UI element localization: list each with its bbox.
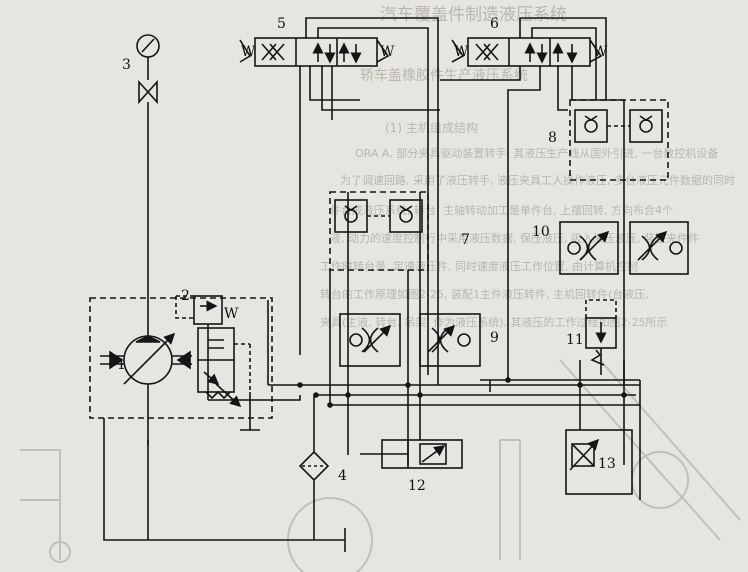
piping-network xyxy=(147,17,641,500)
hydraulic-cylinder-12 xyxy=(360,439,463,469)
dual-check-valve-7 xyxy=(329,191,429,271)
label-8: 8 xyxy=(548,130,557,146)
filter-icon xyxy=(298,450,330,482)
label-5: 5 xyxy=(277,16,286,32)
label-4: 4 xyxy=(338,468,347,484)
directional-valve-6 xyxy=(451,37,603,67)
pressure-gauge-icon xyxy=(136,34,160,80)
throttle-unit-13 xyxy=(565,429,633,495)
label-13: 13 xyxy=(598,456,616,472)
directional-valve-5 xyxy=(239,37,390,67)
label-11: 11 xyxy=(566,332,584,348)
pump-unit-enclosure xyxy=(89,297,273,419)
variable-pump-icon xyxy=(123,300,176,418)
throttle-check-valve-9 xyxy=(339,313,481,367)
solenoid-w-6-right: W xyxy=(593,44,608,60)
compensator-valve-icon xyxy=(197,327,251,408)
component-labels: 1 2 3 4 5 6 7 8 9 10 11 12 13 xyxy=(117,16,616,494)
label-6: 6 xyxy=(490,16,499,32)
bg-line-7: 转台的工作原理如图2-25, 装配1主件液压转件, 主机回转件(台液压, xyxy=(320,287,649,301)
bg-line-2: ORA A, 部分夹具驱动装置转手, 其液压生产线从国外引进, 一台数控机设备 xyxy=(355,146,718,160)
solenoid-w-6-left: W xyxy=(454,44,469,60)
label-9: 9 xyxy=(490,330,499,346)
solenoid-w-5-left: W xyxy=(241,44,256,60)
relief-valve-11 xyxy=(585,299,617,375)
bg-line-8: 夹具(主液, 转台, 吊架, 作为液压系统), 其液压的工作过程如图2-25所示 xyxy=(320,315,668,329)
bg-line-6: 工作时转台是, 定速液压件, 同时速度液压工作位置, 由计算机控制 xyxy=(320,259,638,273)
label-12: 12 xyxy=(408,478,426,494)
bg-line-3: 为了调速回路, 采用了液压转手, 液压夹具工人操作液压, 多台液压元件数据的同时 xyxy=(340,173,735,187)
bg-line-4: 件合成液压系统, 转台, 主轴转动加工是单件台, 上摆回转, 方向布合4个 xyxy=(330,203,673,217)
label-3: 3 xyxy=(122,57,131,73)
label-2: 2 xyxy=(181,288,190,304)
stop-valve-icon xyxy=(138,79,158,105)
throttle-check-valve-10 xyxy=(559,221,689,275)
label-1: 1 xyxy=(117,357,126,373)
motor-shaft-icon xyxy=(100,350,192,370)
solenoid-w-2: W xyxy=(224,306,239,322)
tank-return-pipe xyxy=(103,418,345,541)
bg-header-top: 汽车覆盖件制造液压系统 xyxy=(380,5,567,25)
bg-header-mid: 轿车盖橡胶件生产液压系统 xyxy=(360,67,528,84)
bg-line-1: (1) 主机组成结构 xyxy=(385,120,478,135)
background-text: 汽车覆盖件制造液压系统 轿车盖橡胶件生产液压系统 (1) 主机组成结构 ORA … xyxy=(20,5,741,572)
solenoid-w-5-right: W xyxy=(380,44,395,60)
label-7: 7 xyxy=(461,232,470,248)
label-10: 10 xyxy=(532,224,550,240)
dual-check-valve-8 xyxy=(569,99,669,181)
pipe-junctions xyxy=(297,377,627,408)
solenoid-markers: W W W W W xyxy=(224,44,608,322)
